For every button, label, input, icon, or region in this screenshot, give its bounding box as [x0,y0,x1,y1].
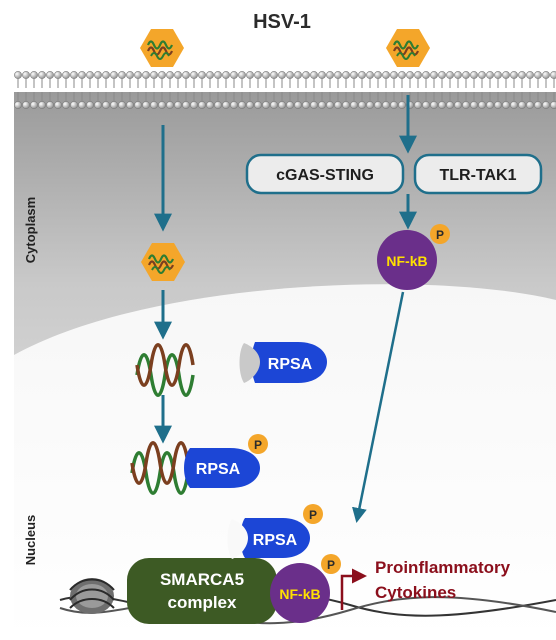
rpsa-label: RPSA [196,461,241,478]
cgas-sting-box [245,153,405,195]
smarca5-label: SMARCA5 [160,570,244,589]
rpsa-protein [227,518,310,559]
transcription-arrow [340,568,367,610]
rpsa-protein [239,342,327,383]
page-title: HSV-1 [253,11,311,33]
nucleus-label: Nucleus [23,515,38,566]
virus-icon [386,29,430,67]
phospho-label: P [327,558,335,572]
output-sublabel: Cytokines [375,583,456,602]
nucleosome-icon [69,578,115,614]
viral-dna-icon [135,343,195,397]
cgas-sting-label: cGAS-STING [276,167,374,184]
phospho-label: P [309,508,317,522]
tlr-tak1-label: TLR-TAK1 [439,167,516,184]
rpsa-label: RPSA [268,356,313,373]
viral-dna-icon [130,441,190,495]
phospho-label: P [254,438,262,452]
phospho-badge [248,434,268,454]
output-label: Proinflammatory [375,558,511,577]
smarca5-sublabel: complex [168,593,238,612]
translocation-arrow [352,291,405,523]
nfkb-protein [270,563,330,623]
rpsa-protein [184,448,260,488]
virus-icon [140,29,184,67]
phospho-label: P [436,228,444,242]
smarca5-complex [127,558,277,624]
nfkb-protein [377,230,437,290]
virus-icon [141,243,185,281]
nfkb-label: NF-kB [279,586,320,602]
cytoplasm-label: Cytoplasm [23,197,38,263]
tlr-tak1-box [413,153,543,195]
phospho-badge [303,504,323,524]
nfkb-label: NF-kB [386,253,427,269]
rpsa-label: RPSA [253,532,298,549]
phospho-badge [321,554,341,574]
phospho-badge [430,224,450,244]
membrane-icon [14,71,556,109]
